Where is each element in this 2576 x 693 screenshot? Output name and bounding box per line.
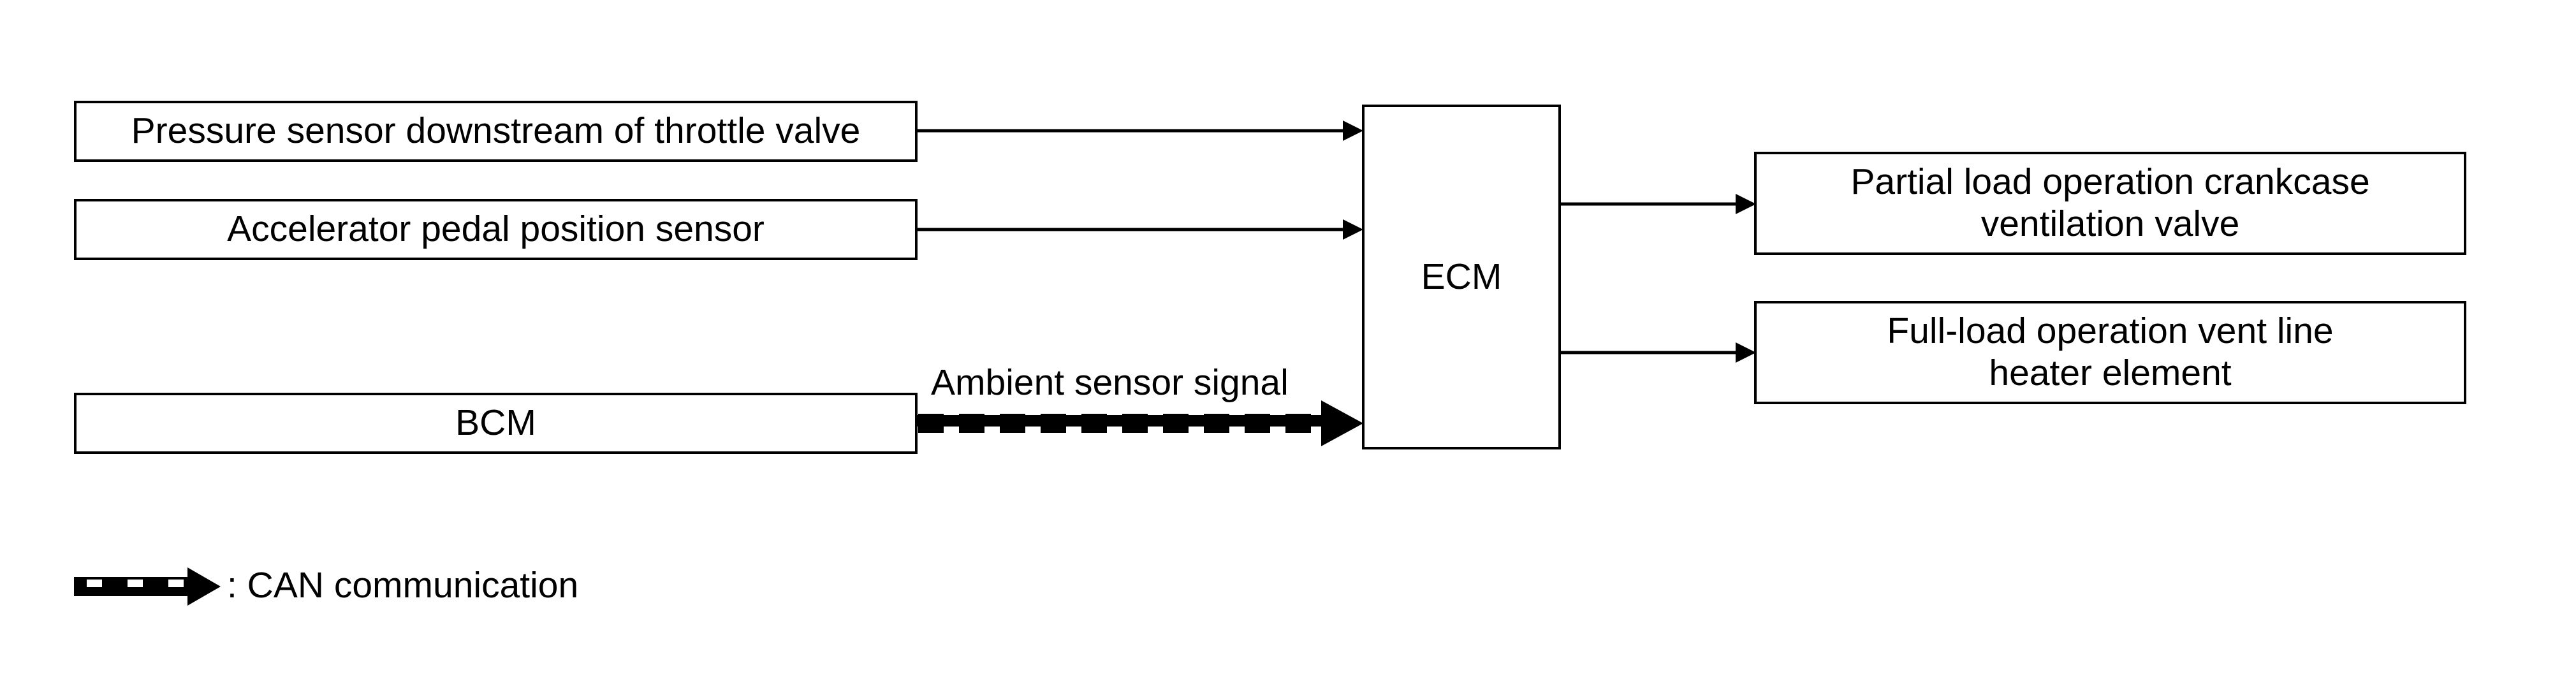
arrow-ecm-to-heater-element xyxy=(1560,342,1756,363)
legend-can-arrow-icon xyxy=(74,567,221,606)
box-partial-load-valve: Partial load operation crankcase ventila… xyxy=(1754,152,2466,255)
arrow-accelerator-to-ecm xyxy=(916,219,1363,240)
ambient-sensor-signal-label: Ambient sensor signal xyxy=(931,362,1289,403)
box-pressure-sensor-label: Pressure sensor downstream of throttle v… xyxy=(131,110,861,152)
box-bcm-label: BCM xyxy=(455,402,536,444)
box-heater-element: Full-load operation vent line heater ele… xyxy=(1754,301,2466,404)
arrow-pressure-to-ecm xyxy=(916,120,1363,141)
box-partial-load-valve-label: Partial load operation crankcase ventila… xyxy=(1850,161,2370,244)
box-heater-element-label: Full-load operation vent line heater ele… xyxy=(1887,310,2334,393)
legend-can-label: : CAN communication xyxy=(227,565,579,606)
box-bcm: BCM xyxy=(74,393,918,454)
can-arrow-bcm-to-ecm xyxy=(916,400,1363,446)
box-accelerator-pedal-sensor-label: Accelerator pedal position sensor xyxy=(227,208,765,250)
box-pressure-sensor: Pressure sensor downstream of throttle v… xyxy=(74,101,918,162)
box-ecm-label: ECM xyxy=(1421,256,1502,297)
box-ecm: ECM xyxy=(1362,105,1561,449)
box-accelerator-pedal-sensor: Accelerator pedal position sensor xyxy=(74,199,918,260)
arrow-ecm-to-partial-load-valve xyxy=(1560,194,1756,214)
